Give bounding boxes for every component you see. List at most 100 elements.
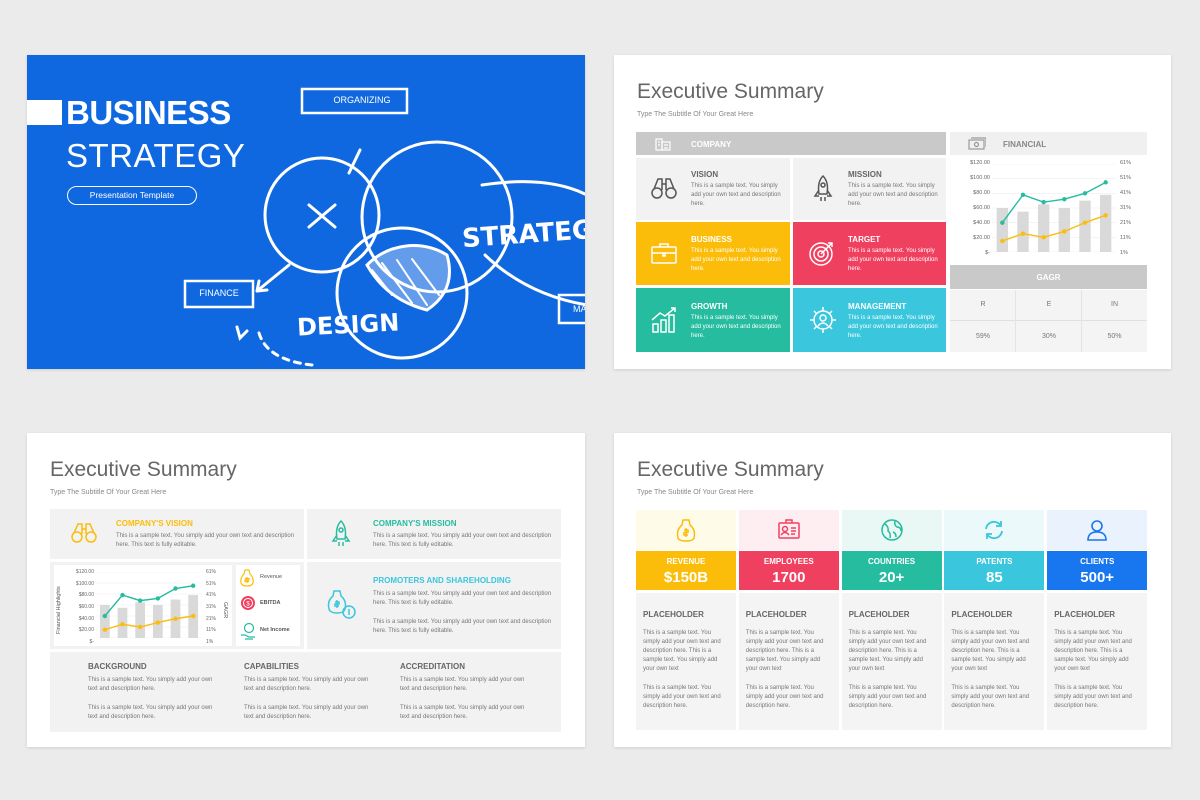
promoters-title: PROMOTERS AND SHAREHOLDING (373, 576, 511, 585)
placeholder-text-2: This is a sample text. You simply add yo… (848, 685, 927, 709)
kpi-patents-card[interactable]: PATENTS 85 (944, 551, 1045, 590)
placeholder-text-1: This is a sample text. You simply add yo… (951, 630, 1030, 672)
gagr-head-r: R (980, 301, 986, 308)
kpi-revenue-card[interactable]: REVENUE $150B (636, 551, 736, 590)
growth-card[interactable]: GROWTH This is a sample text. You simply… (636, 288, 790, 352)
kpi-label: COUNTRIES (868, 557, 916, 566)
legend-revenue: Revenue (260, 574, 283, 580)
chart-point (102, 613, 108, 619)
business-text: This is a sample text. You simply add yo… (691, 248, 781, 272)
organizing-label: ORGANIZING (333, 95, 391, 105)
company-mission-panel[interactable]: COMPANY'S MISSION This is a sample text.… (307, 509, 561, 559)
vision-title: VISION (691, 170, 719, 179)
kpi-placeholder-panel: PLACEHOLDER This is a sample text. You s… (738, 593, 839, 730)
mission-text: This is a sample text. You simply add yo… (848, 183, 938, 207)
placeholder-text-1: This is a sample text. You simply add yo… (1054, 630, 1132, 672)
management-text: This is a sample text. You simply add yo… (848, 315, 938, 339)
legend-net-income: Net Income (260, 627, 290, 633)
chalk-venn-diagram (183, 87, 585, 367)
chart-point (120, 622, 125, 627)
axis-tick-label: 31% (1120, 205, 1132, 211)
axis-tick-label: 31% (206, 604, 217, 610)
business-strategy-slide[interactable]: BUSINESS STRATEGY Presentation Template … (27, 55, 585, 369)
chart-point (1062, 197, 1067, 202)
kpi-value: 500+ (1080, 569, 1115, 586)
chart-bar (996, 208, 1009, 252)
placeholder-title: PLACEHOLDER (643, 610, 704, 619)
chart-series-line (1002, 214, 1106, 242)
company-label: COMPANY (691, 140, 732, 149)
management-card[interactable]: MANAGEMENT This is a sample text. You si… (793, 288, 946, 352)
money-bag-icon (676, 519, 696, 542)
background-title: BACKGROUND (88, 662, 147, 671)
target-card[interactable]: TARGET This is a sample text. You simply… (793, 222, 946, 285)
axis-tick-label: $40.00 (973, 220, 990, 226)
company-vision-text: This is a sample text. You simply add yo… (116, 533, 295, 548)
gagr-label: GAGR (1036, 273, 1061, 282)
axis-tick-label: $20.00 (78, 627, 94, 634)
slide-subtitle: Type The Subtitle Of Your Great Here (637, 111, 754, 118)
executive-summary-slide-1[interactable]: Executive Summary Type The Subtitle Of Y… (614, 55, 1171, 369)
kpi-label: REVENUE (666, 557, 706, 566)
executive-summary-slide-2[interactable]: Executive Summary Type The Subtitle Of Y… (27, 433, 585, 747)
gagr-axis-label: GAGR (222, 602, 228, 619)
slide-title: Executive Summary (50, 458, 237, 481)
axis-tick-label: $100.00 (970, 175, 990, 181)
chart-point (155, 620, 161, 625)
kpi-clients-card[interactable]: CLIENTS 500+ (1047, 551, 1148, 590)
binoculars-icon (651, 178, 677, 199)
axis-tick-label: $60.00 (78, 604, 94, 610)
target-title: TARGET (848, 235, 881, 244)
mission-card[interactable]: MISSION This is a sample text. You simpl… (793, 158, 946, 220)
axis-tick-label: 51% (1120, 175, 1132, 181)
financial-highlights-chart (96, 572, 202, 638)
vision-card[interactable]: VISION This is a sample text. You simply… (636, 158, 790, 220)
background-text-1: This is a sample text. You simply add yo… (88, 677, 213, 692)
vision-text: This is a sample text. You simply add yo… (691, 183, 781, 207)
company-vision-panel[interactable]: COMPANY'S VISION This is a sample text. … (50, 509, 304, 559)
executive-summary-slide-3[interactable]: Executive Summary Type The Subtitle Of Y… (614, 433, 1171, 747)
accreditation-title: ACCREDITATION (400, 662, 466, 671)
kpi-value: $150B (663, 569, 709, 586)
chart-point (1020, 192, 1026, 197)
target-text: This is a sample text. You simply add yo… (848, 248, 938, 272)
chart-point (1000, 238, 1005, 244)
kpi-employees-card[interactable]: EMPLOYEES 1700 (738, 551, 839, 590)
kpi-value: 1700 (772, 569, 806, 586)
kpi-value: 85 (986, 569, 1003, 586)
kpi-icon-cell (738, 510, 839, 550)
gagr-value-r: 59% (975, 333, 990, 340)
legend-ebitda: EBITDA (260, 600, 281, 606)
presentation-template-pill: Presentation Template (67, 186, 197, 205)
financial-highlights-panel: Financial Highlights $120.00$100.00$80.0… (50, 562, 304, 649)
placeholder-text-1: This is a sample text. You simply add yo… (643, 630, 721, 672)
axis-tick-label: $- (985, 250, 990, 256)
kpi-placeholder-panel: PLACEHOLDER This is a sample text. You s… (841, 593, 942, 730)
axis-tick-label: 61% (1120, 160, 1132, 166)
axis-tick-label: 21% (206, 615, 217, 622)
gagr-table: R E IN 59% 30% 50% (950, 290, 1147, 352)
business-card[interactable]: BUSINESS This is a sample text. You simp… (636, 222, 790, 285)
svg-text:$: $ (246, 602, 250, 608)
title-accent-bar (27, 100, 62, 125)
promoters-panel[interactable]: PROMOTERS AND SHAREHOLDING This is a sam… (307, 562, 561, 649)
placeholder-text-1: This is a sample text. You simply add yo… (848, 630, 927, 672)
chart-bar (1037, 204, 1050, 252)
placeholder-text-2: This is a sample text. You simply add yo… (745, 685, 824, 709)
kpi-label: CLIENTS (1080, 557, 1115, 566)
axis-tick-label: $80.00 (78, 592, 94, 599)
money-icon (968, 137, 986, 150)
kpi-icon-cell (944, 510, 1045, 550)
chart-point (137, 624, 143, 630)
axis-tick-label: $120.00 (75, 569, 94, 575)
axis-tick-label: $80.00 (973, 190, 990, 196)
axis-tick-label: $40.00 (78, 615, 94, 622)
axis-tick-label: 1% (206, 639, 214, 645)
refresh-icon (985, 520, 1004, 540)
chart-point (173, 586, 178, 591)
kpi-countries-card[interactable]: COUNTRIES 20+ (841, 551, 942, 590)
business-title: BUSINESS (691, 235, 732, 244)
chart-point (137, 598, 143, 603)
chart-point (190, 583, 196, 588)
kpi-icon-cell (636, 510, 736, 550)
